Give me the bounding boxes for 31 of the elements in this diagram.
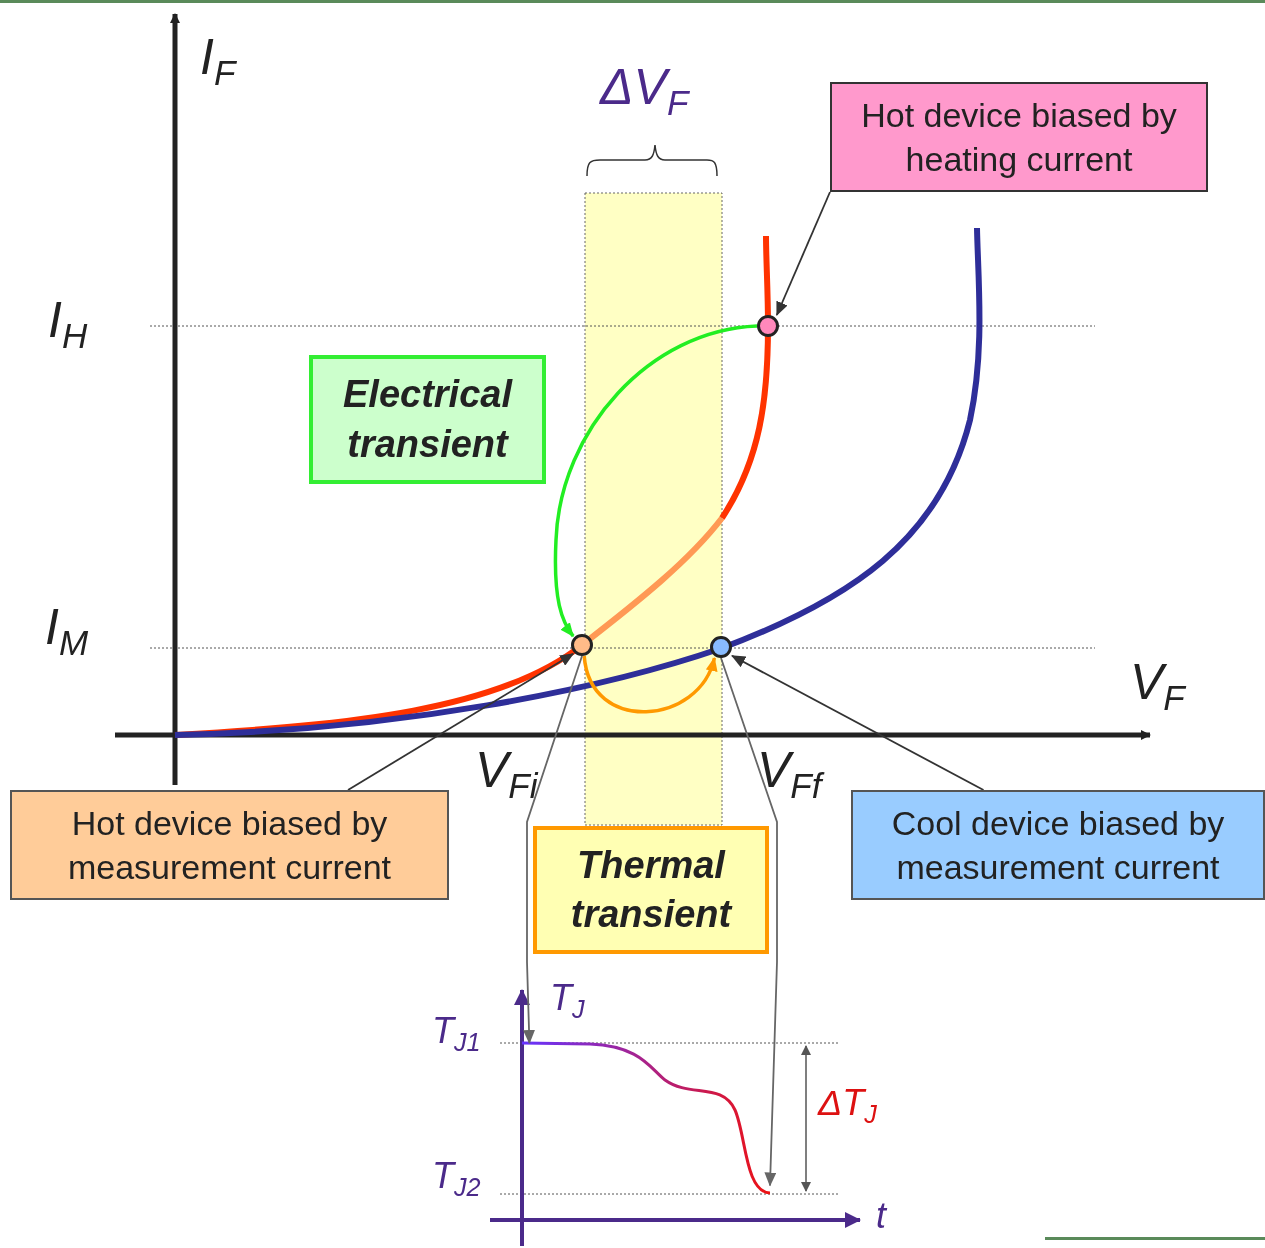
arrow (553, 324, 758, 638)
axis-label: t (876, 1198, 886, 1234)
callout-box (533, 826, 769, 954)
dimension-label: ΔT$_{J}$ (818, 1085, 877, 1127)
tick-label: I$_{H}$ (48, 295, 88, 353)
tick-label: I$_{M}$ (45, 602, 89, 660)
callout-box (851, 790, 1265, 900)
callout-box (10, 790, 449, 900)
axis-label: T$_{J}$ (550, 980, 585, 1022)
axis-label: I$_{F}$ (200, 32, 236, 90)
temperature-curve (521, 1041, 771, 1195)
arrow (347, 652, 575, 791)
callout-text: Thermal transient (569, 842, 734, 937)
tick-label: T$_{J1}$ (432, 1013, 481, 1055)
callout-text: Cool device biased by measurement current (890, 802, 1226, 888)
operating-point-marker (757, 315, 779, 337)
arrow (720, 657, 778, 1187)
callout-text: Hot device biased by measurement current (66, 802, 393, 888)
callout-text: Hot device biased by heating current (860, 94, 1178, 180)
axis-label: V$_{F}$ (1130, 657, 1185, 715)
operating-point-marker (710, 636, 732, 658)
arrow (731, 654, 985, 791)
callout-box (830, 82, 1208, 192)
tick-label: V$_{Fi}$ (475, 745, 538, 803)
arrow (582, 655, 717, 714)
arrow (775, 191, 831, 316)
dimension-label: ΔV$_{F}$ (600, 62, 689, 120)
arrow (523, 655, 583, 1044)
tick-label: T$_{J2}$ (432, 1158, 481, 1200)
callout-box (309, 355, 546, 484)
callout-text: Electrical transient (342, 372, 514, 467)
